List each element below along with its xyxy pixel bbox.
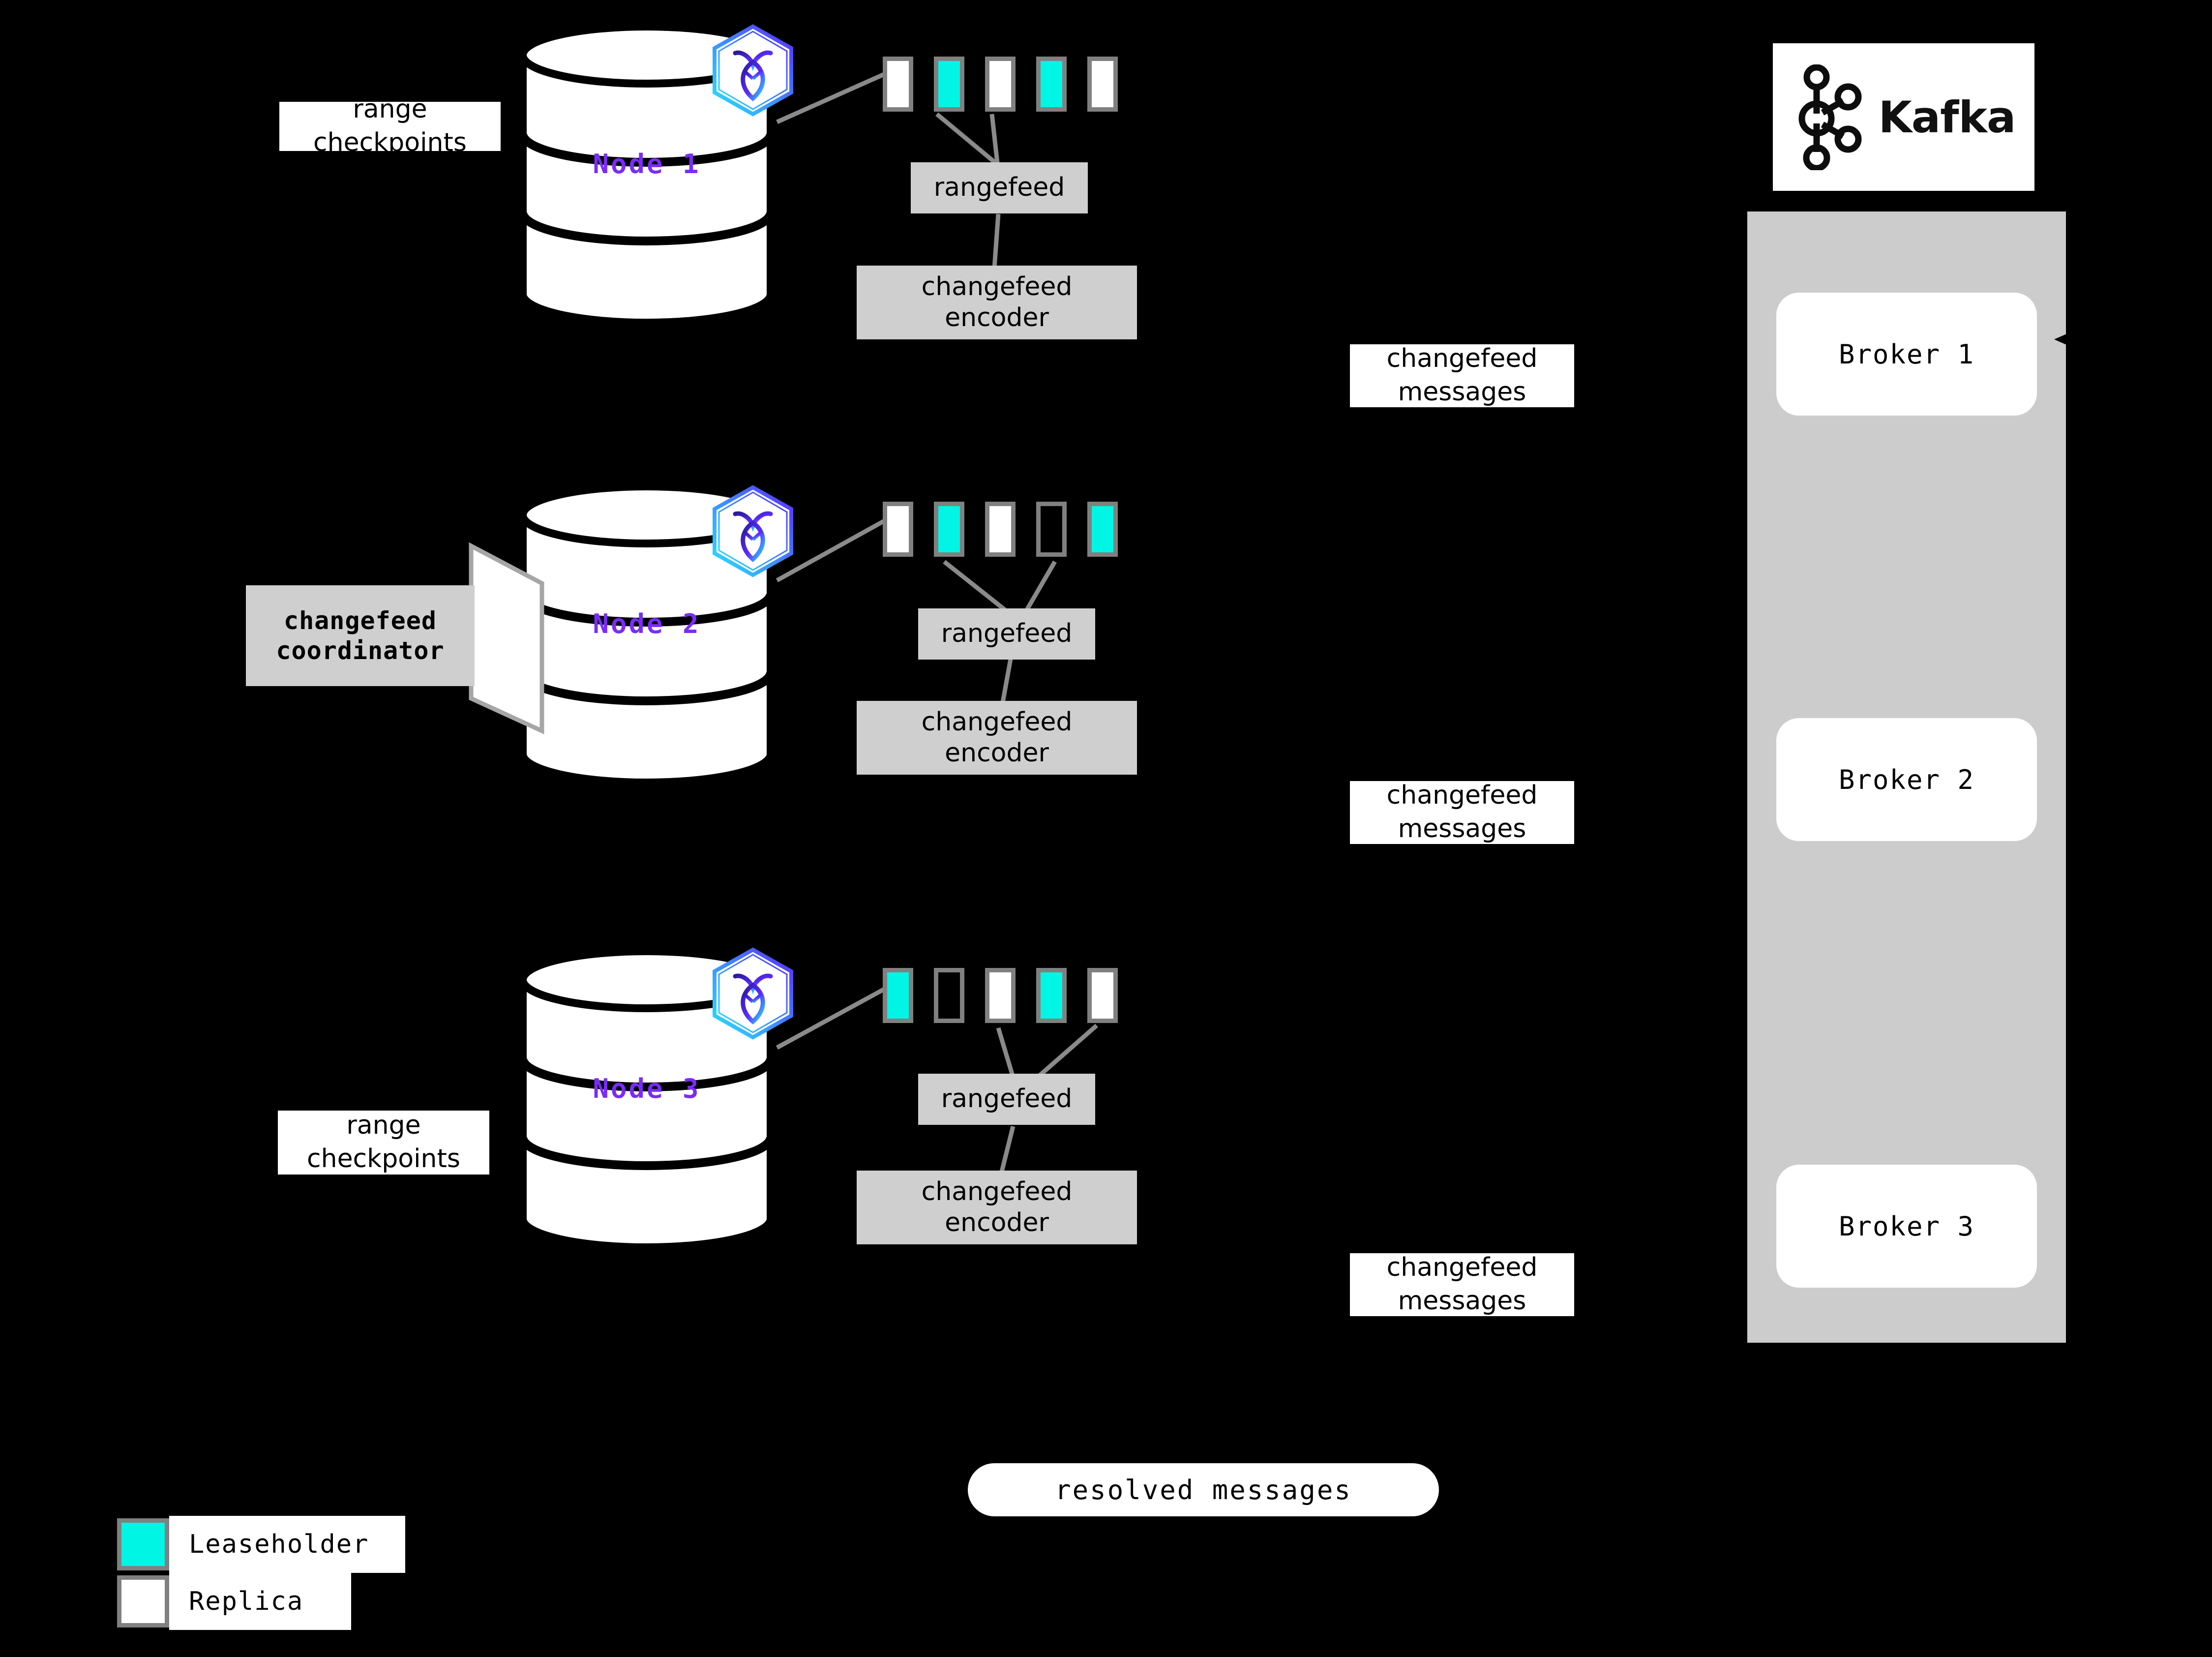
node-2-ranges bbox=[883, 502, 1138, 557]
range-box-replica[interactable] bbox=[985, 502, 1016, 557]
range-box-replica[interactable] bbox=[985, 57, 1016, 112]
kafka-inbound-arrow-icon bbox=[2054, 329, 2079, 350]
node-1-changefeed-encoder-box[interactable]: changefeed encoder bbox=[857, 266, 1137, 339]
range-box-replica[interactable] bbox=[883, 57, 913, 112]
changefeed-coordinator-box[interactable]: changefeed coordinator bbox=[246, 585, 475, 686]
range-box-replica[interactable] bbox=[1087, 57, 1118, 112]
range-box-leaseholder[interactable] bbox=[1036, 968, 1067, 1023]
legend-item-replica: Replica bbox=[117, 1573, 351, 1630]
node-1-label: Node 1 bbox=[593, 149, 701, 180]
range-box-replica[interactable] bbox=[883, 502, 913, 557]
node-1-range-checkpoints-caption: range checkpoints bbox=[279, 94, 501, 157]
legend-label-replica: Replica bbox=[169, 1573, 351, 1630]
broker-3-box[interactable]: Broker 3 bbox=[1776, 1165, 2037, 1288]
node-3-changefeed-messages-label: changefeed messages bbox=[1350, 1253, 1574, 1316]
range-box-empty[interactable] bbox=[1036, 502, 1067, 557]
node-3-range-checkpoints-caption: range checkpoints bbox=[278, 1111, 489, 1175]
node-1-changefeed-messages-label: changefeed messages bbox=[1350, 344, 1574, 407]
range-box-empty[interactable] bbox=[934, 968, 964, 1023]
range-box-replica[interactable] bbox=[985, 968, 1016, 1023]
range-box-leaseholder[interactable] bbox=[934, 57, 964, 112]
cockroachdb-hexagon-icon bbox=[710, 947, 796, 1042]
node-3-ranges bbox=[883, 968, 1138, 1023]
node-3-rangefeed-box[interactable]: rangefeed bbox=[918, 1074, 1095, 1125]
node-2-rangefeed-box[interactable]: rangefeed bbox=[918, 608, 1095, 660]
node-1-ranges bbox=[883, 57, 1138, 112]
node-3-changefeed-encoder-box[interactable]: changefeed encoder bbox=[857, 1171, 1137, 1244]
node-3-cylinder: Node 3 bbox=[514, 949, 779, 1249]
cockroachdb-hexagon-icon bbox=[710, 24, 796, 119]
range-box-leaseholder[interactable] bbox=[1036, 57, 1067, 112]
kafka-wordmark: Kafka bbox=[1878, 91, 2016, 143]
node-2-changefeed-encoder-box[interactable]: changefeed encoder bbox=[857, 701, 1137, 775]
range-box-leaseholder[interactable] bbox=[934, 502, 964, 557]
broker-1-box[interactable]: Broker 1 bbox=[1776, 293, 2037, 416]
legend-swatch-leaseholder bbox=[117, 1518, 169, 1570]
node-1-rangefeed-box[interactable]: rangefeed bbox=[911, 162, 1088, 213]
legend-swatch-replica bbox=[117, 1575, 169, 1627]
node-1-cylinder: Node 1 bbox=[514, 25, 779, 325]
kafka-node-graph-icon bbox=[1798, 64, 1862, 170]
legend-item-leaseholder: Leaseholder bbox=[117, 1516, 405, 1573]
range-box-leaseholder[interactable] bbox=[883, 968, 913, 1023]
node-2-label: Node 2 bbox=[593, 608, 701, 639]
resolved-messages-pill[interactable]: resolved messages bbox=[968, 1463, 1439, 1516]
kafka-logo: Kafka bbox=[1773, 43, 2034, 191]
node-3-label: Node 3 bbox=[593, 1073, 701, 1104]
cockroachdb-hexagon-icon bbox=[710, 484, 796, 580]
range-box-leaseholder[interactable] bbox=[1087, 502, 1118, 557]
node-2-changefeed-messages-label: changefeed messages bbox=[1350, 781, 1574, 844]
range-box-replica[interactable] bbox=[1087, 968, 1118, 1023]
broker-2-box[interactable]: Broker 2 bbox=[1776, 718, 2037, 841]
legend-label-leaseholder: Leaseholder bbox=[169, 1516, 405, 1573]
